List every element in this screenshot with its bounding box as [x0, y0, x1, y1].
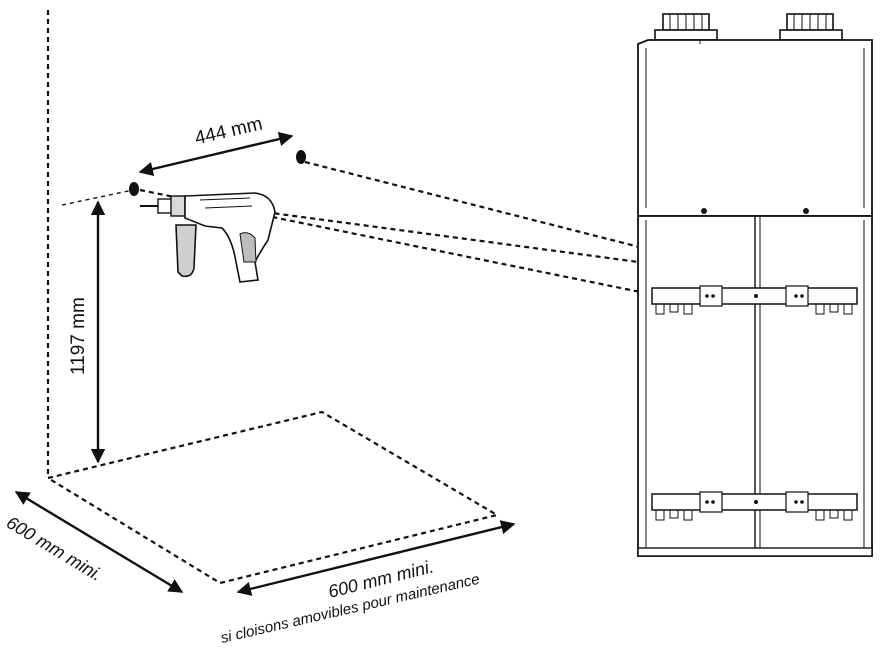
- drill-height-label: 1197 mm: [68, 297, 89, 375]
- drill-hole-right: [296, 150, 306, 164]
- clearance-depth-label: 600 mm mini.: [3, 512, 106, 585]
- drill-hole-left: [129, 182, 139, 196]
- projection-line-drill: [211, 203, 819, 288]
- ventilation-unit-icon: [637, 13, 873, 557]
- clearance-depth-arrow: [14, 490, 184, 594]
- hole-spacing-arrow: [138, 131, 294, 177]
- wall-bracket-lower: [651, 491, 858, 521]
- drill-icon: [140, 192, 276, 283]
- projection-line-left-hole: [139, 188, 656, 297]
- wall-bracket-upper: [651, 285, 858, 315]
- clearance-width-arrow: [236, 520, 516, 596]
